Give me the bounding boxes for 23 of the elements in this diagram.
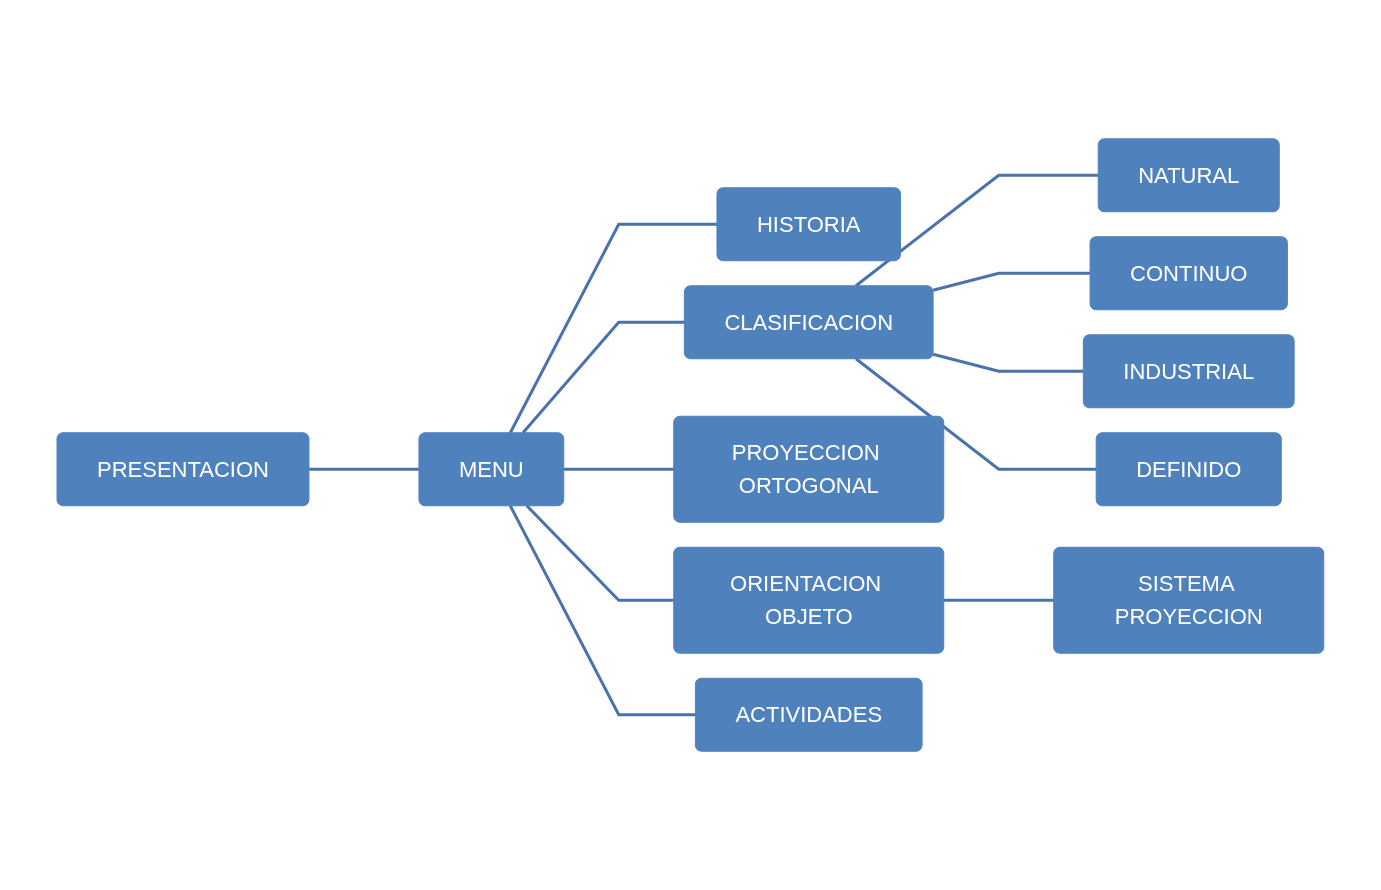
node-box: ORIENTACION OBJETO [673,546,945,654]
node-box: NATURAL [1097,138,1280,213]
connector [509,222,718,434]
node-box: PRESENTACION [56,432,310,507]
connector [509,505,696,717]
node-box: HISTORIA [716,187,902,262]
connector [521,320,685,434]
connector [943,598,1054,602]
connector [309,467,420,471]
node-box: MENU [418,432,565,507]
connector [932,271,1091,292]
connector [932,352,1084,373]
node-box: INDUSTRIAL [1082,334,1295,409]
node-box: DEFINIDO [1095,432,1282,507]
node-box: PROYECCION ORTOGONAL [673,415,945,523]
node-box: SISTEMA PROYECCION [1053,546,1325,654]
connector [855,173,1099,287]
connector [525,504,674,602]
node-box: CONTINUO [1089,236,1288,311]
connector [855,357,1097,471]
node-box: CLASIFICACION [684,285,934,360]
node-box: ACTIVIDADES [695,677,923,752]
connector [563,467,674,471]
